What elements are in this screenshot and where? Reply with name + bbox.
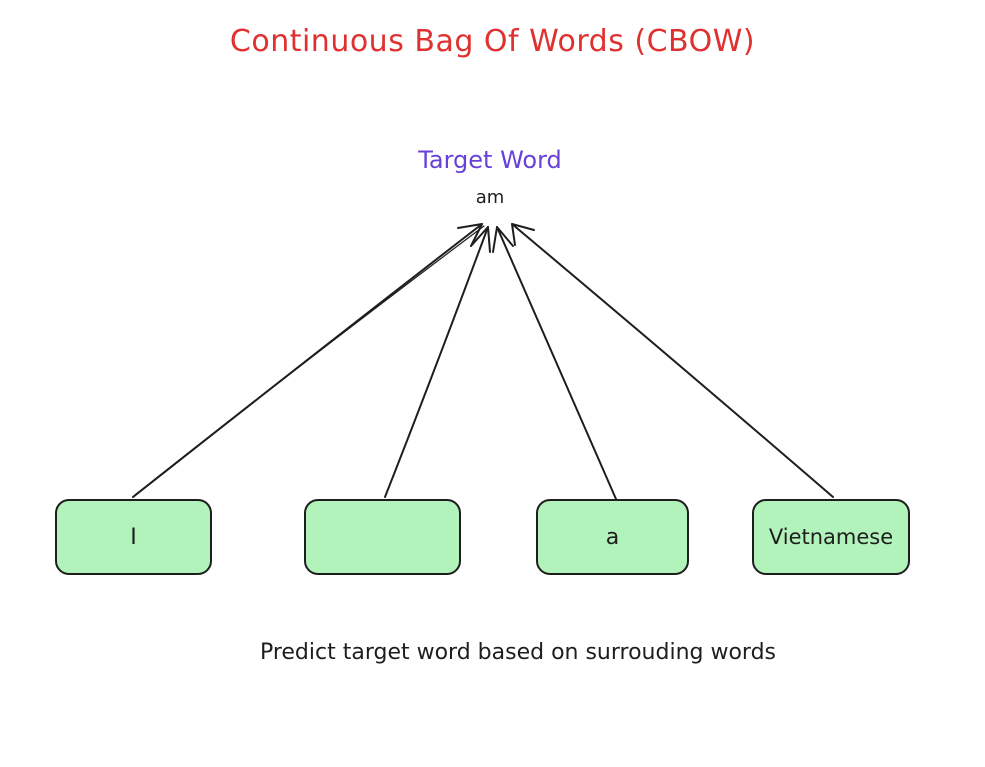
target-word: am bbox=[475, 187, 505, 208]
arrow-from-word-1 bbox=[132, 223, 485, 498]
context-word-box: I bbox=[55, 499, 212, 575]
context-word-text: I bbox=[130, 524, 137, 550]
context-word-text: a bbox=[605, 524, 620, 550]
arrow-from-word-2 bbox=[384, 226, 491, 498]
diagram-title: Continuous Bag Of Words (CBOW) bbox=[229, 24, 756, 59]
arrow-from-word-4 bbox=[511, 223, 834, 498]
diagram-caption: Predict target word based on surrouding … bbox=[259, 640, 777, 665]
target-word-label: Target Word bbox=[418, 146, 562, 174]
context-word-box bbox=[304, 499, 461, 575]
context-word-box: a bbox=[536, 499, 689, 575]
context-word-text: Vietnamese bbox=[768, 525, 894, 549]
context-word-box: Vietnamese bbox=[752, 499, 910, 575]
arrow-from-word-3 bbox=[492, 226, 617, 500]
